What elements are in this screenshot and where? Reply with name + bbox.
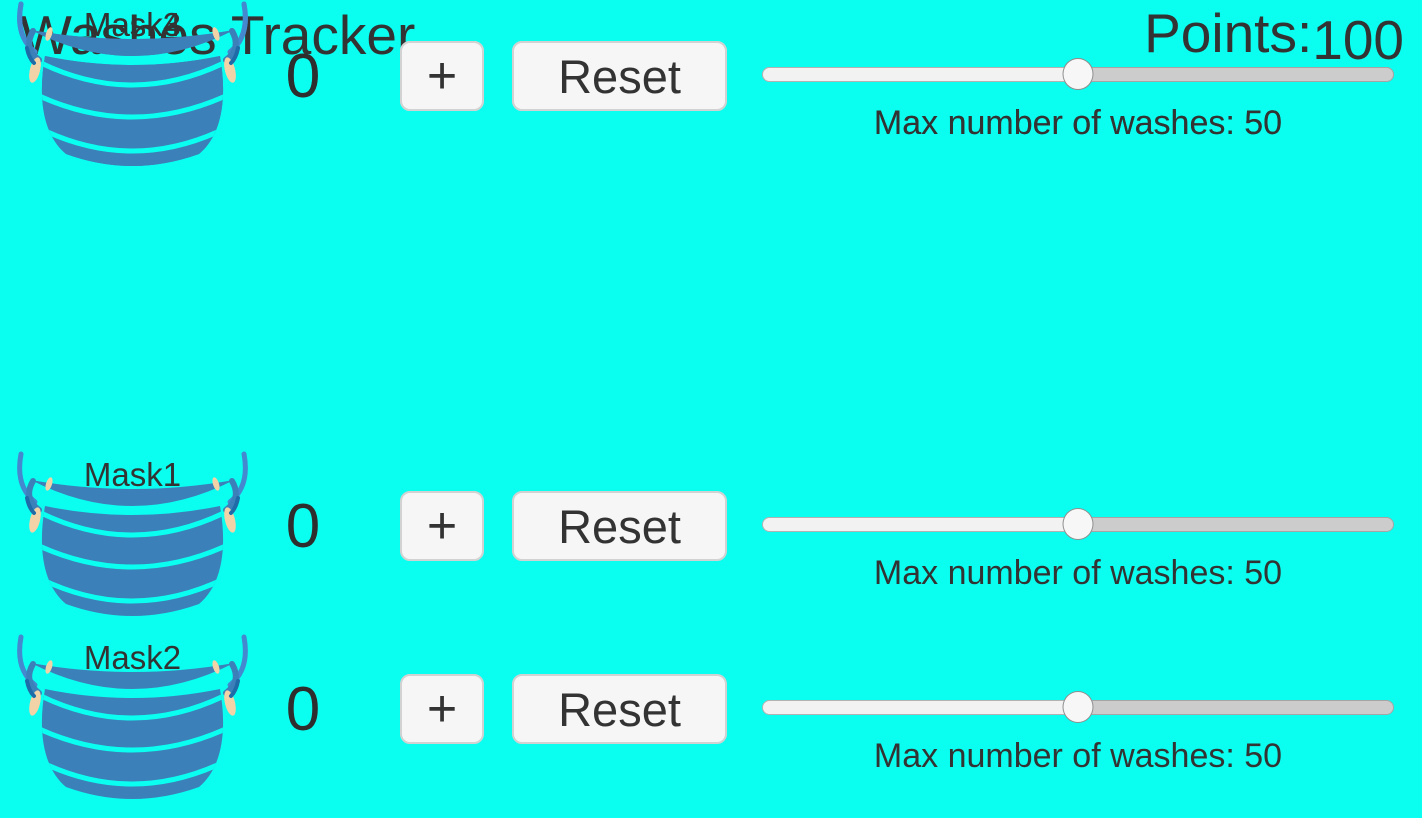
- increment-button[interactable]: +: [400, 41, 484, 111]
- mask-image-wrap: Mask4: [15, 0, 250, 185]
- mask-image-wrap: Mask1: [15, 450, 250, 635]
- max-washes-slider[interactable]: [762, 58, 1394, 90]
- mask-icon: [17, 634, 248, 799]
- increment-button[interactable]: +: [400, 674, 484, 744]
- wash-count: 0: [285, 42, 321, 111]
- mask-image-wrap: Mask2: [15, 633, 250, 818]
- mask-icon: [17, 1, 248, 166]
- slider-track-filled: [762, 700, 1078, 715]
- max-washes-slider[interactable]: [762, 691, 1394, 723]
- reset-button[interactable]: Reset: [512, 41, 727, 111]
- points-display: Points:100: [1144, 2, 1404, 71]
- wash-count: 0: [285, 675, 321, 744]
- reset-button[interactable]: Reset: [512, 491, 727, 561]
- wash-count: 0: [285, 492, 321, 561]
- mask-label: Mask2: [83, 639, 182, 676]
- slider-thumb[interactable]: [1062, 691, 1094, 723]
- mask-label: Mask1: [83, 456, 182, 493]
- mask-label: Mask4: [83, 6, 182, 43]
- mask-row: Mask2 0 + Reset Max number of washes: 50: [0, 633, 1422, 816]
- mask-row: Mask4 0 + Reset Max number of washes: 50: [0, 0, 1422, 183]
- max-washes-slider[interactable]: [762, 508, 1394, 540]
- slider-track-empty: [1078, 700, 1394, 715]
- max-washes-label: Max number of washes: 50: [873, 554, 1283, 592]
- max-washes-label: Max number of washes: 50: [873, 104, 1283, 142]
- increment-button[interactable]: +: [400, 491, 484, 561]
- slider-track-empty: [1078, 517, 1394, 532]
- reset-button[interactable]: Reset: [512, 674, 727, 744]
- wash-count: 0: [285, 42, 321, 111]
- slider-track-filled: [762, 67, 1078, 82]
- slider-track-empty: [1078, 67, 1394, 82]
- mask-label: Mask3: [83, 6, 182, 43]
- slider-thumb[interactable]: [1062, 58, 1094, 90]
- slider-thumb[interactable]: [1062, 508, 1094, 540]
- slider-track-filled: [762, 517, 1078, 532]
- mask-icon: [17, 451, 248, 616]
- max-washes-label: Max number of washes: 50: [873, 104, 1283, 142]
- points-label: Points:: [1144, 2, 1313, 64]
- points-value: 100: [1312, 9, 1404, 71]
- mask-row: Mask1 0 + Reset Max number of washes: 50: [0, 450, 1422, 633]
- max-washes-label: Max number of washes: 50: [873, 737, 1283, 775]
